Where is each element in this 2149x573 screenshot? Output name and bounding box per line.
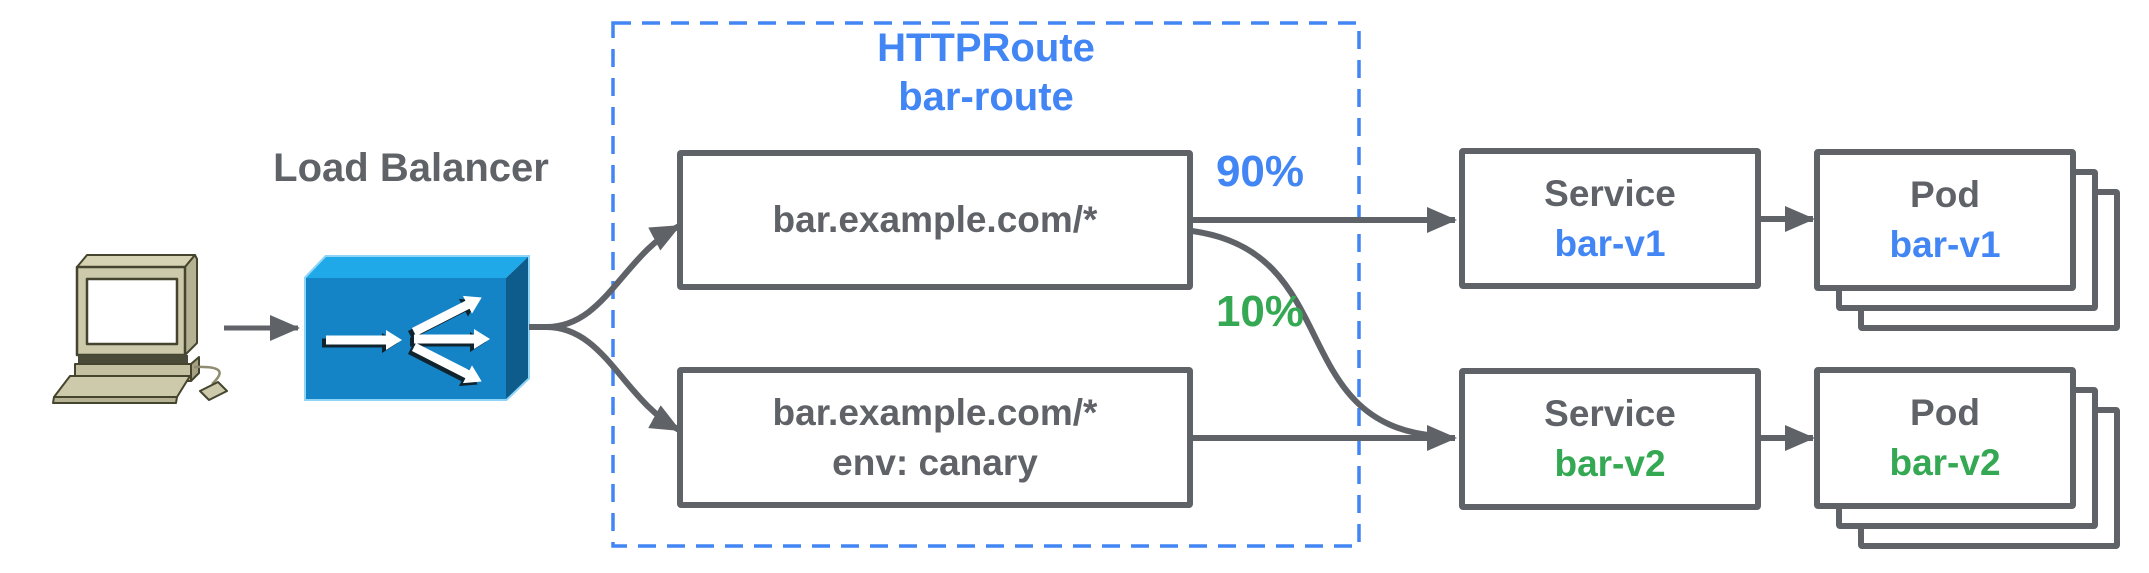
keyboard [53, 375, 191, 398]
pod-1-kind: Pod [1910, 174, 1980, 215]
httproute-group-title: HTTPRoute bar-route [612, 24, 1360, 122]
pod-2-kind: Pod [1910, 392, 1980, 433]
route-rule-2-header: env: canary [832, 441, 1038, 483]
service-1-name: bar-v1 [1554, 222, 1666, 264]
traffic-weight-10: 10% [1215, 287, 1305, 336]
httproute-name: bar-route [898, 75, 1074, 119]
lb-top-face [306, 257, 528, 278]
service-2-name: bar-v2 [1554, 443, 1666, 484]
service-bar-v1-node: Service bar-v1 [1459, 148, 1761, 289]
httproute-kind: HTTPRoute [877, 26, 1095, 70]
route-rule-2-match: bar.example.com/* [772, 391, 1098, 433]
route-rule-1-match: bar.example.com/* [772, 199, 1098, 240]
service-2-kind: Service [1544, 393, 1676, 434]
pod-1-name: bar-v1 [1889, 224, 2001, 265]
load-balancer-label: Load Balancer [273, 146, 549, 190]
pod-bar-v1-stack: Pod bar-v1 [1814, 149, 2120, 333]
service-bar-v2-node: Service bar-v2 [1459, 368, 1761, 510]
route-rule-1: bar.example.com/* [677, 150, 1193, 290]
load-balancer-fanout-icon [304, 255, 530, 401]
monitor-neck [78, 355, 188, 364]
mouse [199, 381, 228, 401]
monitor-side-face [184, 254, 198, 356]
route1-to-service2-curve [1191, 228, 1439, 439]
service-1-kind: Service [1544, 172, 1676, 214]
route-rule-2: bar.example.com/* env: canary [677, 367, 1193, 508]
lb-to-route2-arrow [529, 323, 681, 433]
desktop-computer-icon [52, 254, 228, 404]
traffic-weight-90: 90% [1215, 147, 1305, 196]
mouse-cable [193, 365, 221, 385]
pod-2-name: bar-v2 [1889, 442, 2001, 483]
lb-to-route1-arrow [529, 223, 681, 331]
monitor-top-face [76, 254, 196, 268]
pod-bar-v1-node: Pod bar-v1 [1814, 149, 2076, 291]
pod-bar-v2-node: Pod bar-v2 [1814, 367, 2076, 509]
base-side [190, 356, 200, 382]
keyboard-edge [52, 396, 178, 404]
lb-side-face [506, 257, 528, 399]
lb-fanout-arrows [322, 295, 490, 387]
pod-bar-v2-stack: Pod bar-v2 [1814, 367, 2120, 551]
monitor-screen [85, 277, 179, 346]
